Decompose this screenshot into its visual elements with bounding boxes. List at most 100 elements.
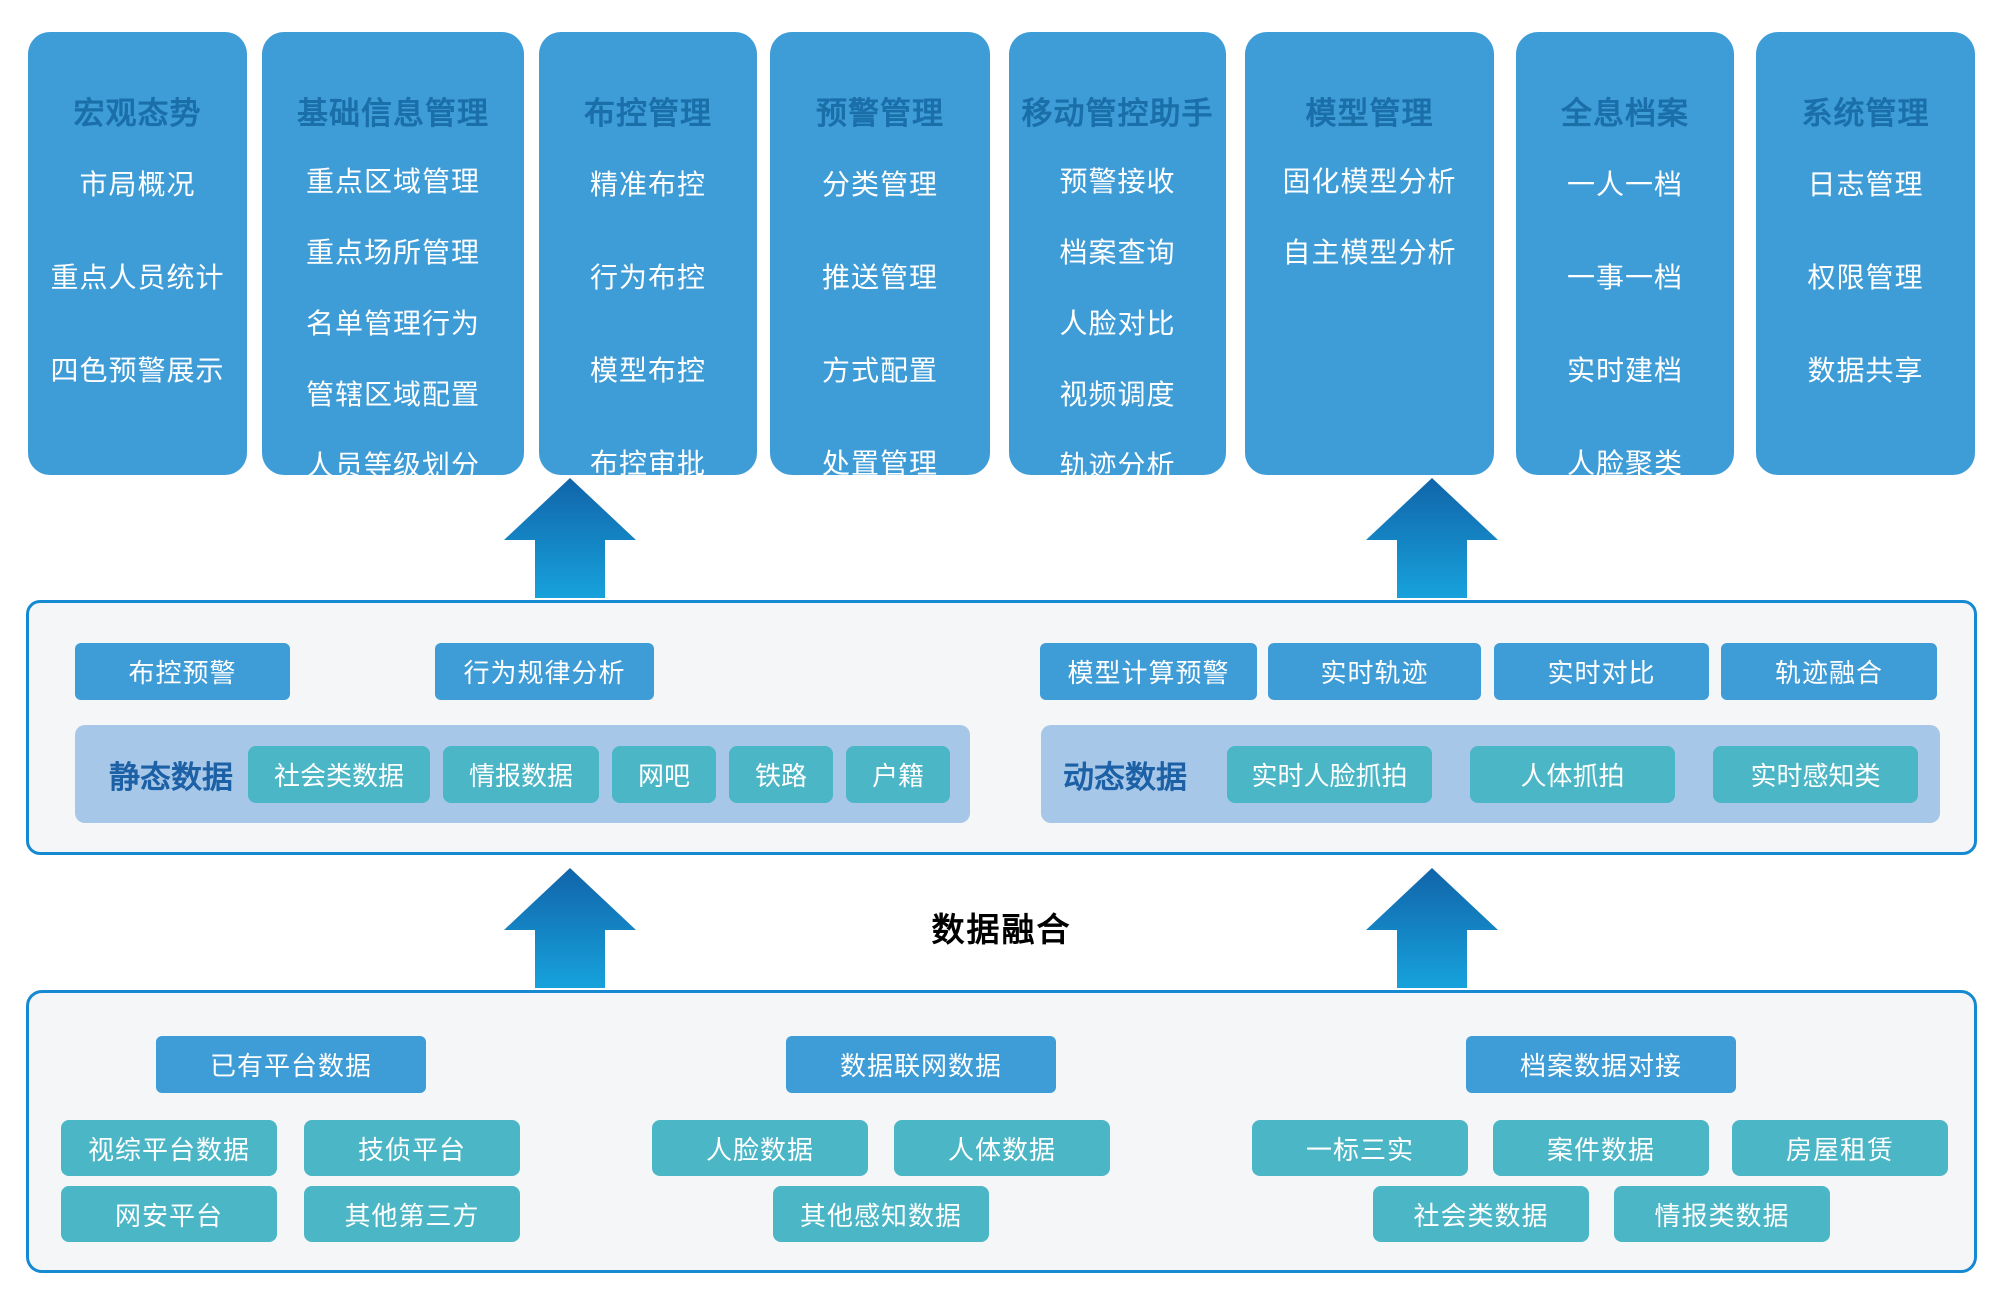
module-title: 基础信息管理 [297,96,489,131]
module-column-1: 宏观态势市局概况重点人员统计四色预警展示 [28,32,247,475]
analysis-button: 布控预警 [75,643,290,700]
dynamic-data-group: 动态数据 实时人脸抓拍人体抓拍实时感知类 [1041,725,1940,823]
data-chip: 网吧 [612,745,717,803]
module-item: 数据共享 [1807,354,1924,386]
source-group-row: 视综平台数据技侦平台 [29,993,1974,1270]
data-chip: 实时感知类 [1713,745,1918,803]
source-chip: 案件数据 [1493,1120,1709,1176]
source-group-1: 已有平台数据视综平台数据技侦平台网安平台其他第三方 [29,993,1974,1270]
source-group-header: 档案数据对接 [1466,1036,1736,1093]
analysis-button: 轨迹融合 [1721,643,1937,700]
module-item: 预警接收 [1059,165,1176,197]
source-chip: 一标三实 [1252,1120,1468,1176]
source-group-header: 数据联网数据 [786,1036,1056,1093]
source-chip: 技侦平台 [304,1120,520,1176]
module-item-list: 固化模型分析自主模型分析 [1245,144,1494,286]
data-chip: 实时人脸抓拍 [1227,745,1432,803]
module-item: 人员等级划分 [305,449,480,481]
module-item-list: 精准布控行为布控模型布控布控审批 [539,136,757,508]
module-item: 处置管理 [821,447,938,479]
module-title: 系统管理 [1801,96,1930,131]
module-item: 市局概况 [79,168,196,200]
source-chip: 人体数据 [894,1120,1110,1176]
module-item-list: 分类管理推送管理方式配置处置管理 [770,136,990,508]
source-group-3: 档案数据对接一标三实案件数据房屋租赁社会类数据情报类数据 [29,993,1974,1270]
source-group-header: 已有平台数据 [156,1036,426,1093]
static-data-group: 静态数据 社会类数据情报数据网吧铁路户籍 [75,725,970,823]
analysis-button: 实时对比 [1494,643,1709,700]
module-column-3: 布控管理精准布控行为布控模型布控布控审批 [539,32,757,479]
source-chip: 情报类数据 [1614,1186,1830,1242]
module-item: 行为布控 [589,261,706,293]
module-column-7: 全息档案一人一档一事一档实时建档人脸聚类 [1516,32,1734,479]
source-group-row: 人脸数据人体数据 [29,993,1974,1270]
module-item: 模型布控 [589,354,706,386]
module-item: 固化模型分析 [1282,165,1457,197]
source-chip: 房屋租赁 [1732,1120,1948,1176]
module-item: 人脸聚类 [1566,447,1683,479]
up-arrow-icon [1366,478,1498,598]
source-group-row: 一标三实案件数据房屋租赁 [29,993,1974,1270]
source-group-row: 社会类数据情报类数据 [29,993,1974,1270]
analysis-layer-panel: 静态数据 社会类数据情报数据网吧铁路户籍 动态数据 实时人脸抓拍人体抓拍实时感知… [26,600,1977,855]
source-group-row: 网安平台其他第三方 [29,993,1974,1270]
module-item: 精准布控 [589,168,706,200]
module-title: 全息档案 [1561,96,1689,131]
module-title: 布控管理 [584,96,712,131]
module-column-5: 移动管控助手预警接收档案查询人脸对比视频调度轨迹分析 [1009,32,1226,481]
module-title: 模型管理 [1305,96,1434,131]
module-item: 重点场所管理 [305,236,480,268]
data-chip: 社会类数据 [248,745,431,803]
module-title: 移动管控助手 [1021,96,1214,131]
data-chip: 情报数据 [443,745,600,803]
module-column-8: 系统管理日志管理权限管理数据共享 [1756,32,1975,475]
module-item-list: 日志管理权限管理数据共享 [1756,136,1975,415]
up-arrow-icon [504,478,636,598]
module-item: 四色预警展示 [50,354,225,386]
module-item: 自主模型分析 [1282,236,1457,268]
module-item-list: 一人一档一事一档实时建档人脸聚类 [1516,136,1734,508]
module-item: 推送管理 [821,261,938,293]
data-fusion-label: 数据融合 [931,911,1072,948]
module-item: 布控审批 [589,447,706,479]
module-item-list: 预警接收档案查询人脸对比视频调度轨迹分析 [1009,144,1226,499]
module-item: 档案查询 [1059,236,1176,268]
module-item: 方式配置 [821,354,938,386]
dynamic-data-label: 动态数据 [1063,759,1187,795]
module-item: 视频调度 [1059,378,1176,410]
module-item: 分类管理 [821,168,938,200]
module-item: 一事一档 [1566,261,1683,293]
module-item-list: 重点区域管理重点场所管理名单管理行为管辖区域配置人员等级划分 [262,144,524,499]
module-column-4: 预警管理分类管理推送管理方式配置处置管理 [770,32,990,479]
module-column-6: 模型管理固化模型分析自主模型分析 [1245,32,1494,475]
up-arrow-icon [1366,868,1498,988]
up-arrow-icon [504,868,636,988]
module-item: 重点区域管理 [305,165,480,197]
source-chip: 视综平台数据 [61,1120,277,1176]
source-layer-panel: 已有平台数据视综平台数据技侦平台网安平台其他第三方数据联网数据人脸数据人体数据其… [26,990,1977,1273]
static-data-label: 静态数据 [109,759,233,795]
module-item: 名单管理行为 [305,307,480,339]
module-item: 权限管理 [1807,261,1924,293]
module-item: 重点人员统计 [50,261,225,293]
source-chip: 其他第三方 [304,1186,520,1242]
analysis-button: 行为规律分析 [435,643,654,700]
module-item: 人脸对比 [1059,307,1176,339]
module-title: 预警管理 [816,96,944,131]
module-item: 实时建档 [1566,354,1683,386]
source-group-row: 其他感知数据 [29,993,1974,1270]
module-column-2: 基础信息管理重点区域管理重点场所管理名单管理行为管辖区域配置人员等级划分 [262,32,524,481]
source-chip: 社会类数据 [1373,1186,1589,1242]
analysis-button: 模型计算预警 [1040,643,1257,700]
module-item-list: 市局概况重点人员统计四色预警展示 [28,136,247,415]
data-chip: 户籍 [846,745,951,803]
data-chip: 人体抓拍 [1470,745,1675,803]
source-chip: 网安平台 [61,1186,277,1242]
module-item: 日志管理 [1807,168,1924,200]
module-title: 宏观态势 [73,96,202,131]
module-item: 轨迹分析 [1059,449,1176,481]
analysis-button: 实时轨迹 [1268,643,1481,700]
module-item: 管辖区域配置 [305,378,480,410]
module-item: 一人一档 [1566,168,1683,200]
